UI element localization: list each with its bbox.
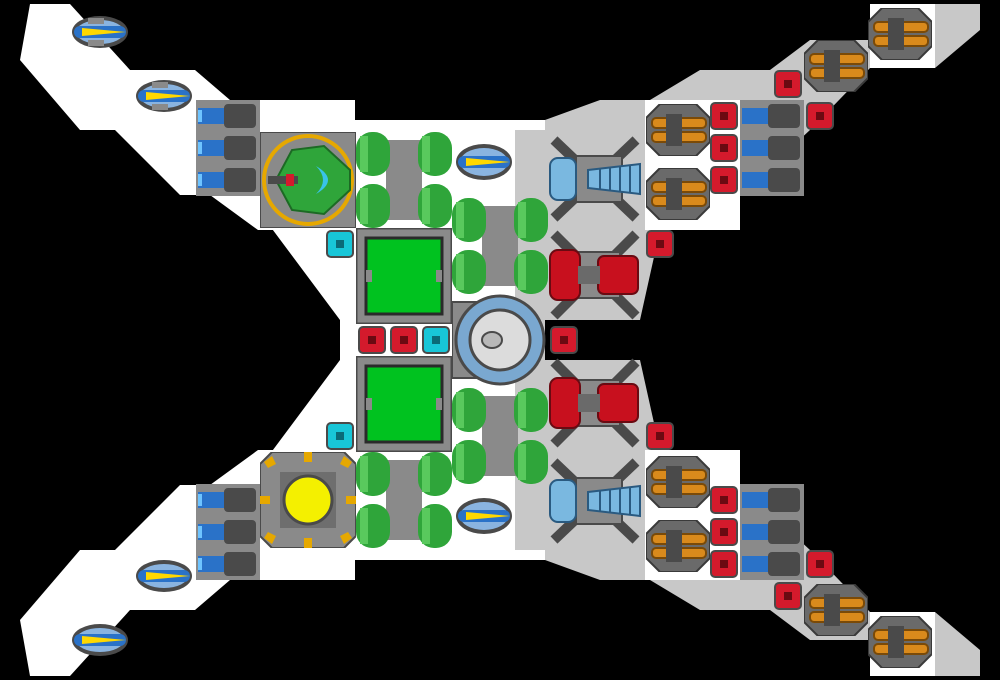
rocket-launcher-icon[interactable] [868,8,932,60]
armor-block-red-icon[interactable] [710,518,738,546]
gatling-gun-icon[interactable] [452,136,516,188]
fuel-tank-icon[interactable] [452,196,548,296]
fuel-tank-icon[interactable] [452,386,548,486]
armor-block-red-icon[interactable] [646,422,674,450]
armor-block-red-icon[interactable] [710,102,738,130]
armor-block-red-icon[interactable] [710,486,738,514]
rocket-launcher-icon[interactable] [804,40,868,92]
fuel-tank-icon[interactable] [356,450,452,550]
plasma-drill-icon[interactable] [548,456,642,546]
thruster-bank-icon[interactable] [196,100,260,196]
armor-block-red-icon[interactable] [806,102,834,130]
plasma-drill-icon[interactable] [548,134,642,224]
cargo-bay-icon[interactable] [356,356,452,452]
rocket-launcher-icon[interactable] [868,616,932,668]
armor-block-red-icon[interactable] [646,230,674,258]
armor-block-cyan-icon[interactable] [326,230,354,258]
thruster-bank-icon[interactable] [740,100,804,196]
hull-nose [340,320,360,360]
gatling-gun-icon[interactable] [68,8,132,56]
armor-block-red-icon[interactable] [358,326,386,354]
fuel-tank-icon[interactable] [356,130,452,230]
gatling-gun-icon[interactable] [452,490,516,542]
armor-block-red-icon[interactable] [774,70,802,98]
rocket-launcher-icon[interactable] [804,584,868,636]
command-pod-icon[interactable] [260,132,356,228]
armor-block-red-icon[interactable] [710,166,738,194]
gatling-gun-icon[interactable] [132,72,196,120]
armor-block-red-icon[interactable] [806,550,834,578]
armor-block-red-icon[interactable] [550,326,578,354]
rocket-launcher-icon[interactable] [646,456,710,508]
reactor-core-icon[interactable] [260,452,356,548]
rocket-launcher-icon[interactable] [646,520,710,572]
armor-block-red-icon[interactable] [710,550,738,578]
shield-generator-icon[interactable] [452,292,548,388]
armor-block-cyan-icon[interactable] [422,326,450,354]
thruster-bank-icon[interactable] [740,484,804,580]
gatling-gun-icon[interactable] [132,552,196,600]
missile-launcher-icon[interactable] [548,228,642,322]
armor-block-red-icon[interactable] [710,134,738,162]
rocket-launcher-icon[interactable] [646,168,710,220]
armor-block-cyan-icon[interactable] [326,422,354,450]
rocket-launcher-icon[interactable] [646,104,710,156]
cargo-bay-icon[interactable] [356,228,452,324]
gatling-gun-icon[interactable] [68,616,132,664]
armor-block-red-icon[interactable] [774,582,802,610]
armor-block-red-icon[interactable] [390,326,418,354]
thruster-bank-icon[interactable] [196,484,260,580]
missile-launcher-icon[interactable] [548,356,642,450]
